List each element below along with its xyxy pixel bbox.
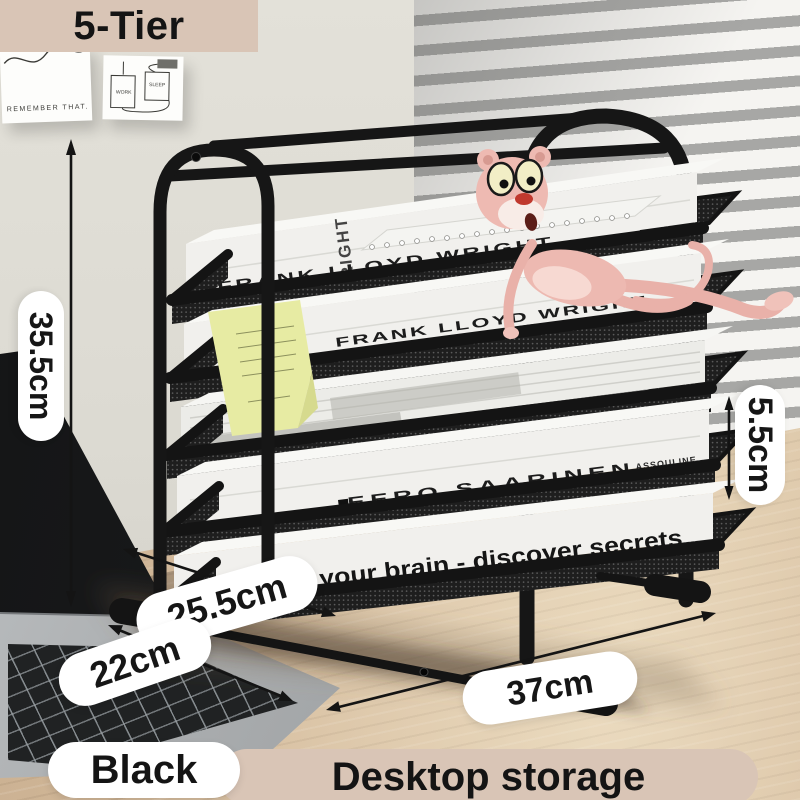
flow-box-label-2: SLEEP xyxy=(149,82,166,88)
tier-gap-dimension-label: 5.5cm xyxy=(735,385,785,505)
height-value: 35.5cm xyxy=(23,311,60,421)
height-dimension-label: 35.5cm xyxy=(18,291,64,441)
tier-gap-value: 5.5cm xyxy=(741,396,780,494)
tier-count-banner: 5-Tier xyxy=(0,0,258,52)
tier-count-label: 5-Tier xyxy=(73,3,185,48)
category-pill: Desktop storage xyxy=(219,749,758,800)
flowchart-sketch: WORK SLEEP xyxy=(110,59,178,113)
color-label: Black xyxy=(90,747,198,792)
sticky-note-memo: REMEMBER THAT. xyxy=(0,44,93,124)
sticky-note-flowchart: WORK SLEEP xyxy=(102,55,184,121)
color-pill: Black xyxy=(48,742,240,798)
flow-box-label-1: WORK xyxy=(116,90,132,96)
width-value: 37cm xyxy=(504,661,596,714)
category-label: Desktop storage xyxy=(331,754,646,799)
